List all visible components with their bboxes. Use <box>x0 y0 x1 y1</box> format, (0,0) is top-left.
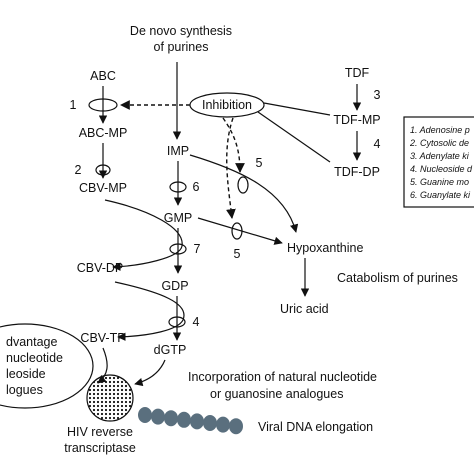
node-gmp: GMP <box>164 211 192 225</box>
node-inhibition: Inhibition <box>202 98 252 112</box>
node-cbv-dp: CBV-DP <box>77 261 124 275</box>
enzyme-ring-5b <box>231 222 243 240</box>
dna-bead <box>138 407 152 423</box>
step-6: 6 <box>193 180 200 194</box>
node-tdf-dp: TDF-DP <box>334 165 380 179</box>
synthesis-title-line1: De novo synthesis <box>130 24 232 38</box>
dna-bead <box>190 413 204 430</box>
enzyme-ring-2 <box>95 164 111 176</box>
enzyme-ring-5a <box>237 176 249 194</box>
enzyme-ring-6 <box>169 181 187 193</box>
node-gdp: GDP <box>161 279 188 293</box>
viral-dna-label: Viral DNA elongation <box>258 420 373 434</box>
advantage-text-line4: logues <box>6 383 43 397</box>
node-abc: ABC <box>90 69 116 83</box>
advantage-ellipse <box>0 323 94 409</box>
arrow-cbvmp-to-cbvdp <box>104 199 183 271</box>
advantage-text-line2: nucleotide <box>6 351 63 365</box>
step-7: 7 <box>194 242 201 256</box>
legend-item-2: 2. Cytosolic de <box>409 138 469 148</box>
legend-item-6: 6. Guanylate ki <box>410 190 471 200</box>
step-4a: 4 <box>374 137 381 151</box>
node-abc-mp: ABC-MP <box>79 126 128 140</box>
hiv-rt-label-line2: transcriptase <box>64 441 136 455</box>
dna-bead <box>203 415 217 431</box>
incorporation-label-line1: Incorporation of natural nucleotide <box>188 370 377 384</box>
arrow-cbvdp-to-cbvtp <box>114 281 185 341</box>
dna-bead <box>177 411 191 428</box>
enzyme-ring-1 <box>88 98 118 112</box>
node-cbv-tp: CBV-TP <box>80 331 125 345</box>
step-5b: 5 <box>234 247 241 261</box>
dna-bead <box>151 408 165 425</box>
arrow-dgtp-to-rt <box>134 359 166 387</box>
dna-bead <box>216 416 230 433</box>
hiv-rt-label-line1: HIV reverse <box>67 425 133 439</box>
hiv-rt-enzyme <box>86 374 134 422</box>
viral-dna-chain <box>138 407 243 435</box>
catabolism-label: Catabolism of purines <box>337 271 458 285</box>
dna-bead <box>229 418 243 435</box>
step-1: 1 <box>70 98 77 112</box>
node-dgtp: dGTP <box>154 343 187 357</box>
node-imp: IMP <box>167 144 189 158</box>
dna-bead <box>164 410 178 427</box>
advantage-text-line3: leoside <box>6 367 46 381</box>
tdf-dp-to-inhibition <box>257 111 331 163</box>
node-hypoxanthine: Hypoxanthine <box>287 241 363 255</box>
step-2: 2 <box>75 163 82 177</box>
legend-item-5: 5. Guanine mo <box>410 177 469 187</box>
legend-item-3: 3. Adenylate ki <box>410 151 470 161</box>
advantage-text-line1: dvantage <box>6 335 57 349</box>
enzyme-legend-box <box>403 116 474 208</box>
enzyme-ring-4b <box>168 316 186 328</box>
node-tdf: TDF <box>345 66 370 80</box>
step-5a: 5 <box>256 156 263 170</box>
legend-item-4: 4. Nucleoside d <box>410 164 473 174</box>
inhibition-to-step5a <box>222 117 245 173</box>
synthesis-title-line2: of purines <box>154 40 209 54</box>
arrow-imp-to-hypoxanthine <box>189 154 299 233</box>
node-tdf-mp: TDF-MP <box>333 113 380 127</box>
incorporation-label-line2: or guanosine analogues <box>210 387 343 401</box>
arrow-gmp-to-hypoxanthine <box>197 217 283 245</box>
enzyme-ring-7 <box>169 243 187 255</box>
legend-item-1: 1. Adenosine p <box>410 125 470 135</box>
inhibition-to-step5b <box>226 117 236 219</box>
node-uric-acid: Uric acid <box>280 302 329 316</box>
step-3: 3 <box>374 88 381 102</box>
tdf-mp-to-inhibition <box>263 102 331 116</box>
node-cbv-mp: CBV-MP <box>79 181 127 195</box>
step-4b: 4 <box>193 315 200 329</box>
